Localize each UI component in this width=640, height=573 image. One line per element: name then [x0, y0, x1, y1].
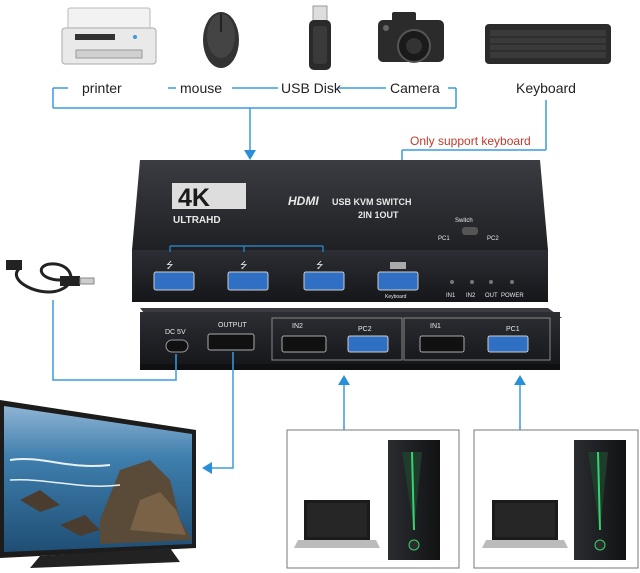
rear-pc1-label: PC1	[506, 326, 520, 333]
usb-port-3	[303, 271, 345, 291]
led-in1-label: IN1	[446, 293, 456, 299]
arrow-up-pc1	[514, 375, 526, 385]
arrow-down-usb	[244, 150, 256, 160]
model-line-1: USB KVM SWITCH	[332, 197, 412, 207]
label-usb-disk: USB Disk	[281, 80, 341, 96]
keyboard-symbol	[390, 262, 406, 269]
brand-hdmi: HDMI	[288, 194, 319, 208]
usb-port-2	[227, 271, 269, 291]
rear-in2-label: IN2	[292, 323, 303, 330]
arrow-to-tv	[202, 462, 212, 474]
hdmi-output-port	[207, 333, 255, 351]
rear-output-label: OUTPUT	[218, 322, 248, 329]
camera-icon	[378, 12, 444, 63]
hdmi-in2-port	[281, 335, 327, 353]
mouse-icon	[203, 12, 239, 68]
pc1-computer-group	[473, 429, 639, 569]
switch-pc1-label: PC1	[438, 236, 450, 242]
logo-ultrahd: ULTRAHD	[173, 215, 221, 226]
tv-monitor-icon	[0, 400, 196, 568]
peripheral-connector-lines	[52, 87, 547, 180]
hdmi-in1-port	[419, 335, 465, 353]
led-in2-label: IN2	[466, 293, 476, 299]
switch-label: Switch	[455, 218, 473, 224]
usb-pc1-port	[487, 335, 529, 353]
usb-pc2-port	[347, 335, 389, 353]
dc-port	[165, 339, 189, 353]
pc1-group-frame	[403, 317, 551, 361]
kvm-rear-panel: DC 5V OUTPUT IN2 PC2 IN1 PC1	[140, 308, 562, 370]
model-line-2: 2IN 1OUT	[358, 210, 399, 220]
usb-port-1	[153, 271, 195, 291]
output-connector-lines	[52, 300, 521, 469]
switch-button	[462, 227, 478, 235]
pc2-computer-group	[286, 429, 460, 569]
printer-icon	[61, 7, 157, 65]
label-mouse: mouse	[180, 80, 223, 96]
rear-dc-label: DC 5V	[165, 329, 186, 336]
arrow-up-pc2	[338, 375, 350, 385]
label-camera: Camera	[390, 80, 440, 96]
usb-symbol-3: ⭍	[316, 260, 324, 271]
switch-pc2-label: PC2	[487, 236, 499, 242]
usb-disk-icon	[309, 5, 331, 70]
usb-symbol-2: ⭍	[240, 260, 248, 271]
keyboard-port-label: Keyboard	[385, 294, 407, 300]
kvm-switch-device: 4K ULTRAHD HDMI USB KVM SWITCH 2IN 1OUT …	[132, 160, 548, 302]
keyboard-icon	[485, 24, 611, 64]
label-keyboard: Keyboard	[516, 80, 576, 96]
led-out-label: OUT	[485, 293, 498, 299]
pc2-group-frame	[271, 317, 403, 361]
rear-pc2-label: PC2	[358, 326, 372, 333]
usb-cable-icon	[6, 260, 95, 294]
usb-symbol-1: ⭍	[166, 260, 174, 271]
led-power-label: POWER	[501, 293, 524, 299]
logo-4k: 4K	[178, 184, 210, 212]
note-only-support-keyboard: Only support keyboard	[410, 134, 531, 148]
usb-port-keyboard	[377, 271, 419, 291]
label-printer: printer	[82, 80, 122, 96]
rear-in1-label: IN1	[430, 323, 441, 330]
